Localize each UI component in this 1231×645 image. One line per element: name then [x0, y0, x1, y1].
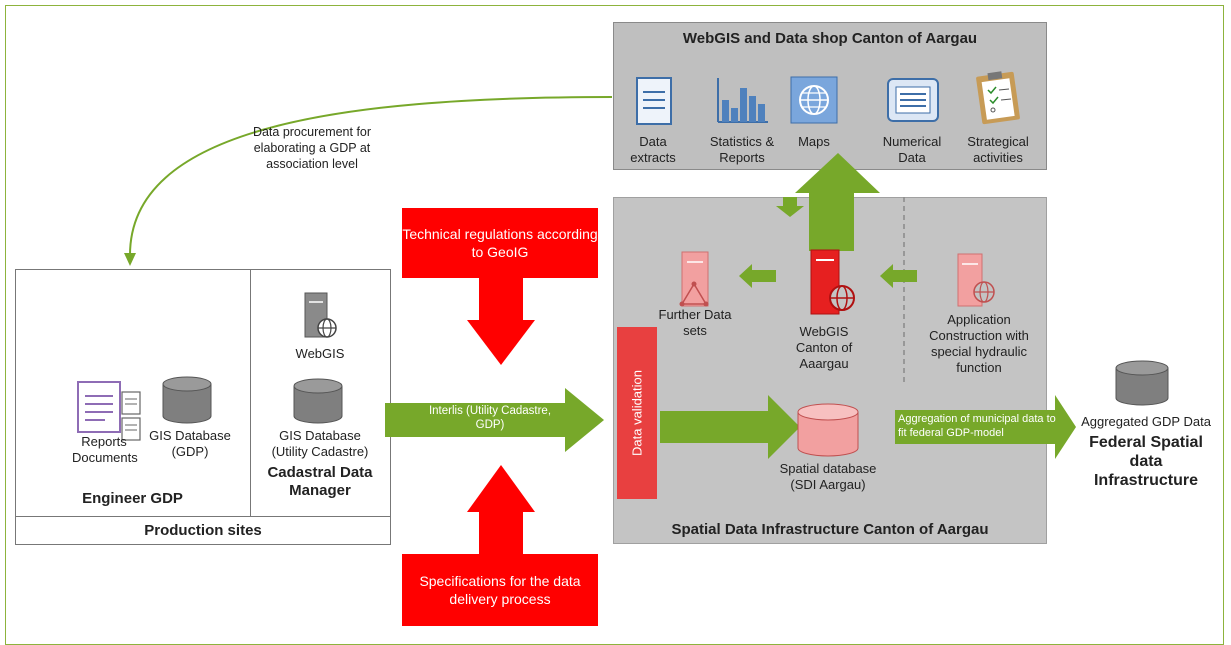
maps-up-arrow [795, 153, 880, 251]
bar-chart-icon [717, 78, 768, 123]
interlis-arrow [385, 388, 604, 452]
gis-database-utility-icon [293, 378, 343, 424]
aggregation-label: Aggregation of municipal data to fit fed… [898, 413, 1056, 439]
sdi-title: Spatial Data Infrastructure Canton of Aa… [671, 521, 989, 538]
red-down-arrow [467, 278, 535, 365]
item-label-strategical: Strategical activities [967, 134, 1029, 165]
red-up-arrow [467, 465, 535, 554]
data-validation-label: Data validation [629, 370, 645, 456]
validation-to-db-arrow [660, 395, 800, 459]
globe-icon [790, 76, 838, 124]
item-label-maps: Maps [798, 134, 830, 149]
production-sites-title: Production sites [144, 522, 262, 539]
production-footer-divider [15, 516, 391, 517]
procurement-label: Data procurement for elaborating a GDP a… [252, 125, 372, 171]
small-down-arrow [776, 197, 804, 217]
procurement-arrowhead [124, 253, 136, 266]
further-data-server-icon [679, 251, 709, 307]
production-divider [250, 269, 251, 516]
numerical-data-icon [887, 78, 939, 122]
specifications-box: Specifications for the data delivery pro… [402, 554, 598, 626]
item-label-numerical-data: Numerical Data [882, 134, 942, 165]
engineer-gdp-title: Engineer GDP [82, 490, 183, 507]
technical-regulations-box: Technical regulations according to GeoIG [402, 208, 598, 278]
spatial-database-icon [797, 403, 859, 457]
from-application-arrow [880, 264, 917, 288]
procurement-arrow [129, 96, 613, 256]
cadastral-data-manager-title: Cadastral Data Manager [267, 464, 373, 499]
webgis-server-icon [304, 292, 337, 338]
aggregation-arrow [895, 395, 1076, 459]
gis-database-gdp-icon [162, 376, 212, 424]
interlis-label: Interlis (Utility Cadastre, GDP) [428, 405, 552, 431]
item-label-statistics: Statistics & Reports [709, 134, 775, 165]
application-server-icon [957, 253, 995, 307]
gis-database-utility-label: GIS Database (Utility Cadastre) [271, 428, 369, 459]
spatial-database-label: Spatial database (SDI Aargau) [779, 461, 877, 492]
federal-database-icon [1115, 360, 1169, 406]
clipboard-icon [976, 71, 1020, 125]
diagram-graphics [77, 71, 1169, 554]
federal-sdi-title: Federal Spatial data Infrastructure [1089, 434, 1203, 489]
data-validation-box: Data validation [617, 327, 657, 499]
aggregated-gdp-label: Aggregated GDP Data [1081, 414, 1211, 429]
gis-database-gdp-label: GIS Database (GDP) [149, 428, 231, 459]
application-label: Application Construction with special hy… [929, 312, 1029, 375]
webgis-canton-server-icon [810, 249, 855, 315]
reports-documents-label: Reports Documents [72, 434, 138, 465]
webgis-canton-label: WebGIS Canton of Aaargau [795, 324, 853, 371]
webgis-label: WebGIS [295, 346, 345, 361]
reports-documents-icon [77, 381, 141, 441]
to-further-arrow [739, 264, 776, 288]
item-label-data-extracts: Data extracts [630, 134, 676, 165]
further-data-sets-label: Further Data sets [658, 307, 732, 338]
webgis-panel-title: WebGIS and Data shop Canton of Aargau [682, 30, 978, 47]
document-icon [636, 77, 672, 125]
